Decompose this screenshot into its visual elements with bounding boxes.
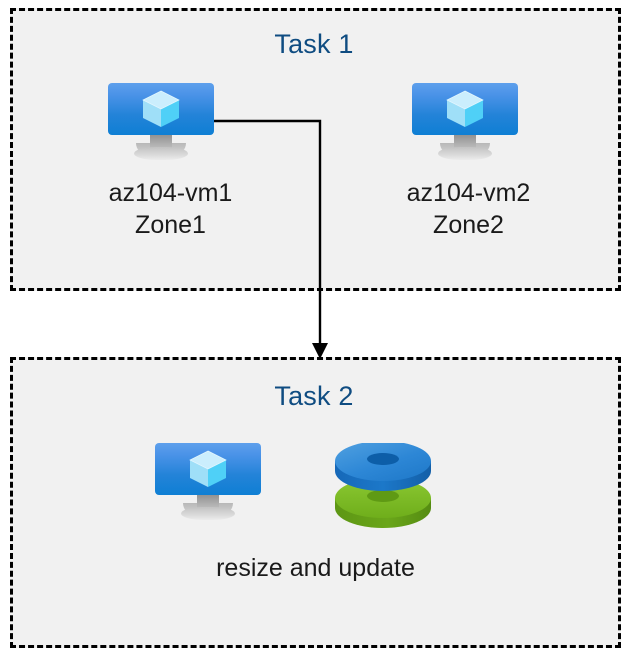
disk-blue (335, 441, 431, 491)
cube-icon (141, 90, 181, 128)
task-2-vm-icon (155, 443, 261, 521)
cube-icon (445, 90, 485, 128)
az104-vm2-label: az104-vm2 Zone2 (406, 179, 531, 239)
monitor-stand-base (134, 147, 188, 160)
monitor-stand-base (438, 147, 492, 160)
task-1-title: Task 1 (274, 29, 354, 59)
azure-disks-icon (333, 441, 433, 529)
az104-vm1-label: az104-vm1 Zone1 (108, 179, 233, 239)
task-2-container (10, 357, 621, 648)
resize-and-update-caption: resize and update (216, 554, 415, 582)
az104-vm1-icon (108, 83, 214, 161)
cube-icon (188, 450, 228, 488)
monitor-stand-base (181, 507, 235, 520)
task-2-title: Task 2 (274, 381, 354, 411)
az104-vm2-icon (412, 83, 518, 161)
